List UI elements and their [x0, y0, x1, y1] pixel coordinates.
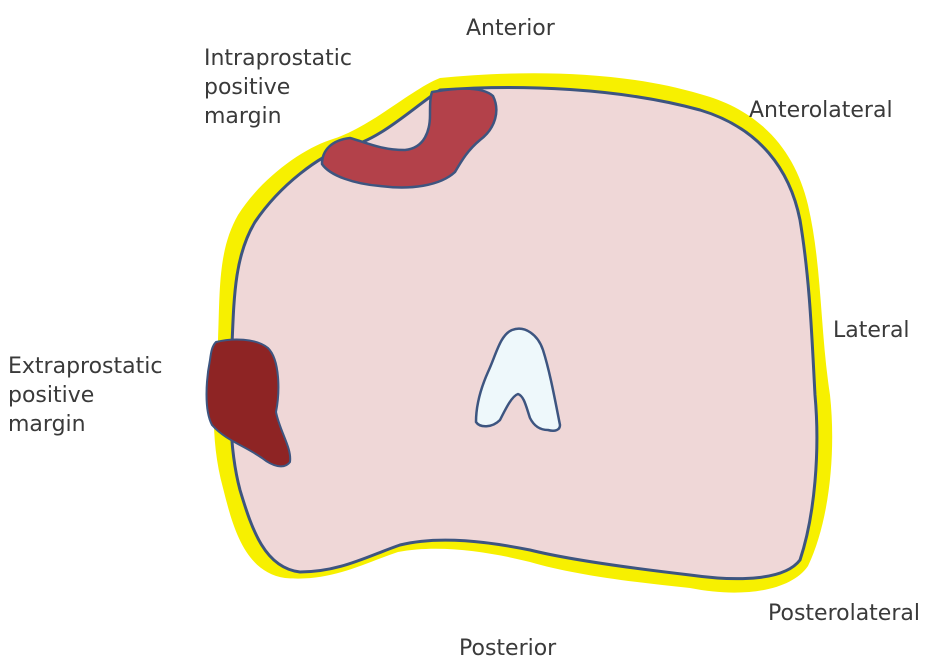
extraprostatic-label-line-3: margin: [8, 410, 162, 439]
intraprostatic-label-line-1: Intraprostatic: [204, 44, 352, 73]
extraprostatic-label-line-2: positive: [8, 381, 162, 410]
intraprostatic-label-line-3: margin: [204, 102, 352, 131]
extraprostatic-margin-label: Extraprostatic positive margin: [8, 352, 162, 439]
lateral-label: Lateral: [833, 316, 910, 345]
anterior-label: Anterior: [466, 14, 555, 43]
extraprostatic-label-line-1: Extraprostatic: [8, 352, 162, 381]
intraprostatic-margin-label: Intraprostatic positive margin: [204, 44, 352, 131]
posterior-label: Posterior: [459, 634, 556, 663]
anterolateral-label: Anterolateral: [749, 96, 893, 125]
posterolateral-label: Posterolateral: [768, 599, 920, 628]
intraprostatic-label-line-2: positive: [204, 73, 352, 102]
